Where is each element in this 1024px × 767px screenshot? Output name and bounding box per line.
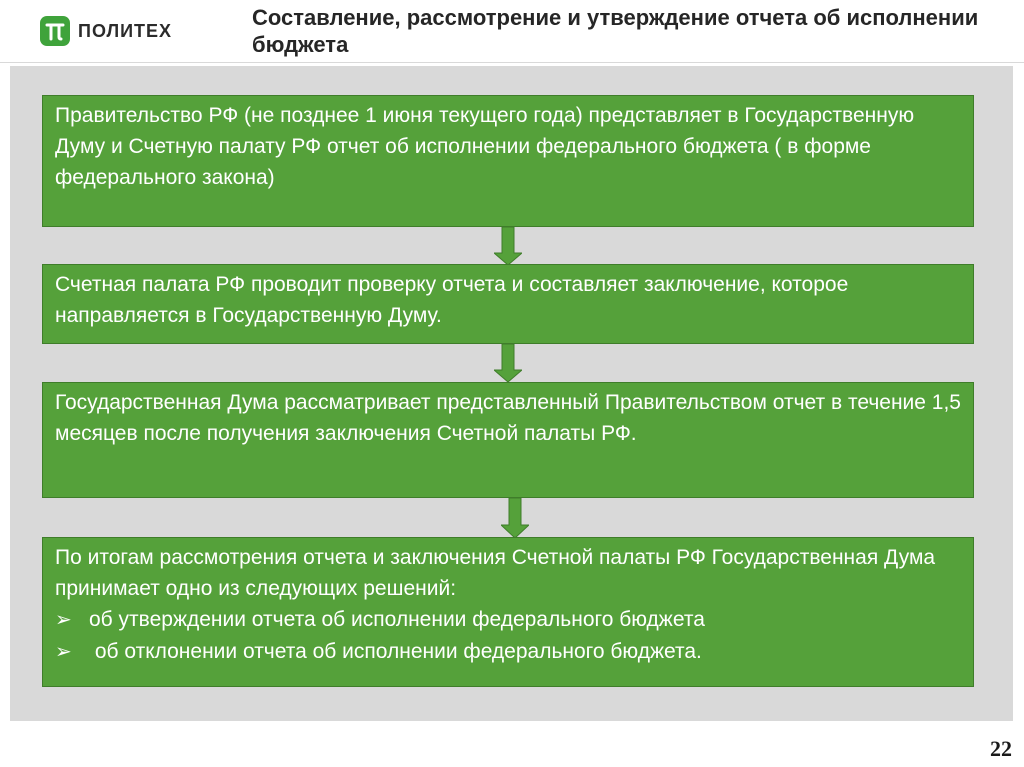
- step-box-2: Счетная палата РФ проводит проверку отче…: [42, 264, 974, 344]
- step-3-text: Государственная Дума рассматривает предс…: [55, 391, 961, 445]
- step-4-text: По итогам рассмотрения отчета и заключен…: [55, 546, 936, 600]
- arrow-bullet-icon: ➢: [55, 641, 72, 663]
- decision-approve-text: об утверждении отчета об исполнении феде…: [89, 608, 705, 631]
- slide-title: Составление, рассмотрение и утверждение …: [252, 5, 979, 57]
- logo-text: ПОЛИТЕХ: [78, 20, 173, 41]
- down-arrow-icon: [501, 498, 529, 538]
- decision-approve: ➢ об утверждении отчета об исполнении фе…: [55, 604, 961, 636]
- step-2-text: Счетная палата РФ проводит проверку отче…: [55, 273, 849, 327]
- slide-header: ПОЛИТЕХ Составление, рассмотрение и утве…: [0, 0, 1024, 63]
- decision-reject: ➢ об отклонении отчета об исполнении фед…: [55, 636, 961, 668]
- down-arrow-icon: [494, 227, 522, 265]
- down-arrow-icon: [494, 344, 522, 382]
- step-1-text: Правительство РФ (не позднее 1 июня теку…: [55, 104, 915, 189]
- logo-mark-icon: [40, 16, 70, 46]
- step-box-1: Правительство РФ (не позднее 1 июня теку…: [42, 95, 974, 227]
- slide-footer: [0, 724, 1024, 767]
- arrow-bullet-icon: ➢: [55, 609, 72, 631]
- decision-reject-text: об отклонении отчета об исполнении федер…: [89, 640, 702, 663]
- step-box-3: Государственная Дума рассматривает предс…: [42, 382, 974, 498]
- page-number: 22: [990, 736, 1012, 761]
- step-box-4: По итогам рассмотрения отчета и заключен…: [42, 537, 974, 687]
- logo: ПОЛИТЕХ: [40, 14, 172, 48]
